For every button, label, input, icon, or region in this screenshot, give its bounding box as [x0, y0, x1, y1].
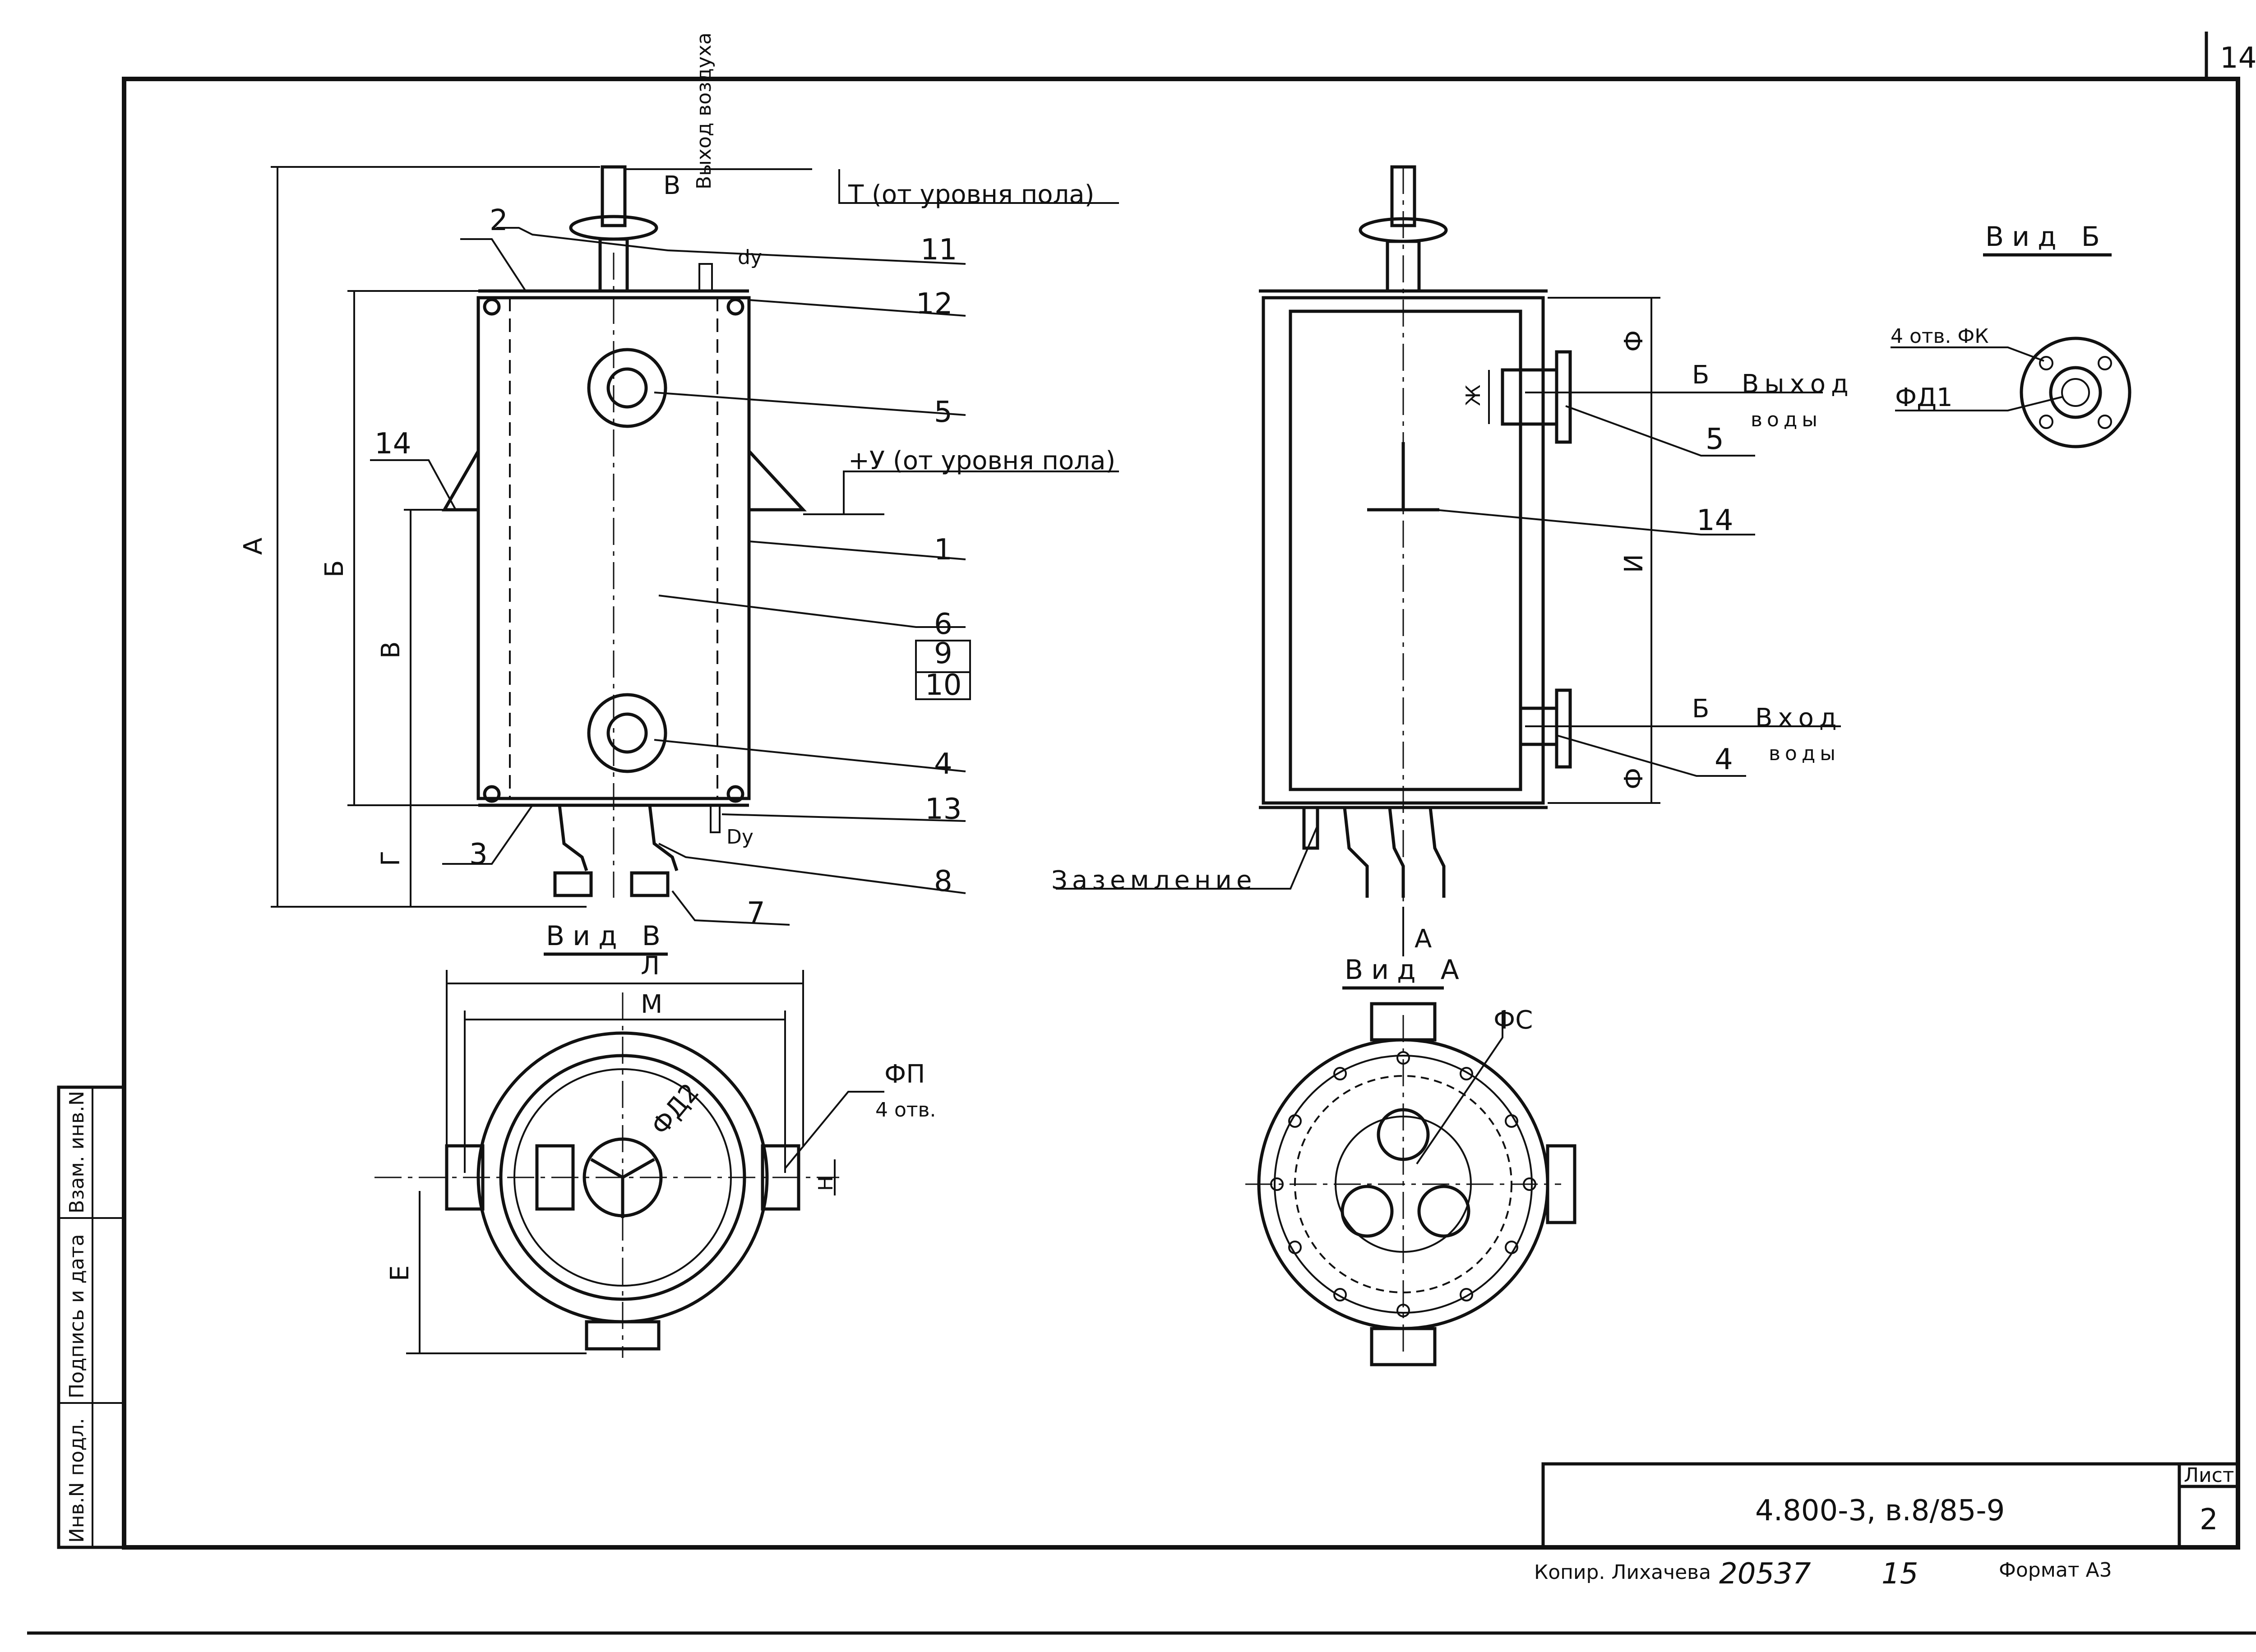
dim-b: Б [320, 560, 349, 577]
callout-4: 4 [934, 748, 952, 781]
air-out-label: Выход воздуха [693, 32, 716, 189]
water-out: Выход [1742, 369, 1854, 399]
view-a: Вид А ФС [1245, 954, 1576, 1366]
callout-5: 5 [934, 396, 952, 429]
callout-2: 2 [490, 204, 508, 237]
view-b-d1: ФД1 [1895, 383, 1953, 412]
water-in: Вход [1755, 703, 1842, 733]
callout-12: 12 [916, 287, 952, 321]
dim-a: А [239, 538, 268, 555]
view-b-holes: 4 отв. ФК [1891, 325, 1989, 348]
sheet-frame [122, 77, 2240, 1550]
side-callout-5: 5 [1706, 423, 1724, 456]
callout-11: 11 [920, 233, 957, 267]
dy-top: dу [738, 246, 762, 269]
view-v-title: Вид В [546, 920, 669, 952]
callout-3: 3 [469, 838, 488, 871]
view-v-m: М [641, 990, 662, 1019]
dim-i: И [1619, 554, 1649, 573]
stamp-inv-podl: Инв.N подл. [65, 1418, 88, 1543]
level-y: +У (от уровня пола) [848, 446, 1115, 475]
callout-10: 10 [925, 669, 962, 702]
dim-v: В [376, 641, 406, 659]
designation: 4.800-3, в.8/85-9 [1755, 1494, 2005, 1527]
level-t: Т (от уровня пола) [848, 180, 1094, 209]
number-b: 15 [1882, 1557, 1918, 1591]
side-callout-4: 4 [1715, 743, 1733, 776]
view-v-d2: ФД2 [646, 1078, 705, 1141]
view-v-p-holes: 4 отв. [875, 1098, 936, 1121]
dim-zh: Ж [1462, 385, 1485, 406]
dim-f-top: Ф [1619, 330, 1649, 352]
callout-7: 7 [747, 896, 765, 930]
dim-f-bottom: Ф [1619, 768, 1649, 789]
stamp-column: Инв.N подл. Подпись и дата Взам. инв.N [57, 1085, 126, 1549]
number-a: 20537 [1719, 1557, 1811, 1591]
section-b-bottom: Б [1692, 694, 1709, 724]
callout-14: 14 [374, 427, 411, 461]
view-v: Вид В Л М ФД2 ФП 4 отв. Н Е [374, 920, 936, 1358]
callout-8: 8 [934, 865, 952, 898]
page-number: 14 [2220, 42, 2256, 75]
view-a-c: ФС [1493, 1006, 1533, 1035]
callout-13: 13 [925, 793, 962, 826]
grounding: Заземление [1051, 866, 1256, 895]
view-b-title: Вид Б [1985, 221, 2108, 253]
dy-bottom: Dу [726, 826, 754, 849]
view-b-cyr: Вид Б 4 отв. ФК ФД1 [1891, 221, 2131, 448]
front-view: А Б В Г В Выход воздуха Т (от уровня пол… [239, 32, 1119, 930]
water-in-2: воды [1769, 742, 1840, 765]
callout-9: 9 [934, 637, 952, 670]
view-v-p: ФП [884, 1060, 925, 1089]
stamp-signature: Подпись и дата [65, 1234, 88, 1398]
copier: Копир. Лихачева [1534, 1561, 1711, 1584]
arrow-a: А [1415, 924, 1432, 954]
dim-top: В [663, 171, 680, 200]
dim-g: Г [376, 851, 406, 866]
view-v-l: Л [641, 951, 660, 981]
view-v-e: Е [385, 1265, 415, 1281]
callout-1: 1 [934, 533, 952, 567]
callout-6: 6 [934, 608, 952, 641]
list-label: Лист [2184, 1464, 2234, 1487]
stamp-vzam: Взам. инв.N [65, 1091, 88, 1214]
side-callout-14: 14 [1697, 504, 1733, 537]
title-block: 4.800-3, в.8/85-9 Лист 2 [1541, 1462, 2240, 1549]
view-v-n: Н [814, 1176, 837, 1191]
water-out-2: воды [1751, 408, 1822, 431]
view-a-title: Вид А [1345, 954, 1467, 986]
section-b-top: Б [1692, 360, 1709, 390]
side-view: Б Б Выход воды Вход воды Ф Ф И Ж 5 14 4 … [1051, 165, 1854, 956]
list-number: 2 [2200, 1503, 2218, 1537]
format: Формат А3 [1999, 1559, 2112, 1582]
